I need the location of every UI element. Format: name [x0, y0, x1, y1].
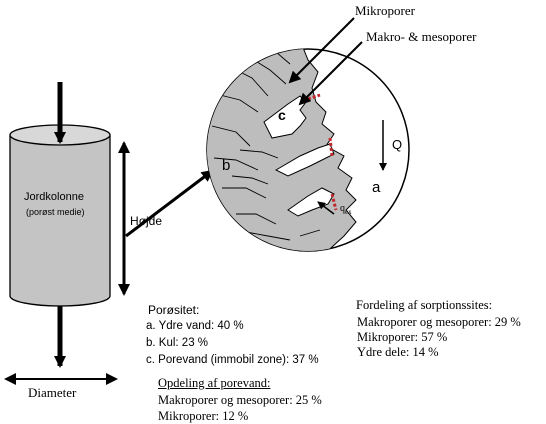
callout-macro-mesopores: Makro- & mesoporer [366, 29, 477, 44]
porosity-text-b: Kul: 23 % [158, 337, 209, 349]
sorption-line-3: Ydre dele: 14 % [357, 345, 439, 359]
magnified-pore-view [206, 48, 410, 252]
mesopore [274, 143, 335, 177]
flow-label-q: Q [392, 137, 403, 152]
macropore-c [263, 95, 307, 139]
exchange-q: q [340, 203, 345, 214]
height-label: Højde [130, 214, 163, 228]
sorption-line-1: Makroporer og mesoporer: 29 % [357, 315, 521, 329]
porosity-letter-a: a. [146, 320, 156, 332]
label-b: b [222, 157, 231, 174]
callout-arrow-micro [288, 17, 355, 84]
porosity-item-c: c. Porevand (immobil zone): 37 % [146, 354, 319, 367]
sorption-heading: Fordeling af sorptionssites: [356, 298, 493, 312]
diameter-label: Diameter [28, 385, 77, 400]
porosity-item-a: a. Ydre vand: 40 % [146, 320, 244, 333]
label-c: c [278, 107, 286, 123]
porosity-text-a: Ydre vand: 40 % [158, 320, 244, 332]
label-a: a [372, 179, 381, 196]
porosity-letter-c: c. [146, 354, 155, 366]
column-title: Jordkolonne [24, 191, 84, 203]
exchange-subscript: ex [345, 208, 352, 216]
callout-micropores: Mikroporer [355, 3, 415, 18]
porosity-letter-b: b. [146, 337, 156, 349]
porewater-line-1: Makroporer og mesoporer: 25 % [158, 393, 322, 407]
magnify-pointer-arrow [125, 169, 214, 238]
column-subtitle: (porøst medie) [26, 207, 85, 217]
porosity-item-b: b. Kul: 23 % [146, 337, 209, 350]
porewater-line-2: Mikroporer: 12 % [158, 409, 249, 423]
porewater-heading: Opdeling af porevand: [158, 376, 271, 390]
sorption-line-2: Mikroporer: 57 % [357, 330, 448, 344]
exchange-label: qex [340, 204, 352, 216]
callout-arrow-macro [298, 41, 363, 106]
porosity-text-c: Porevand (immobil zone): 37 % [158, 354, 319, 366]
mesopore-lower [287, 187, 335, 217]
exchange-arrow [317, 201, 335, 215]
porosity-heading: Porøsitet: [148, 303, 200, 317]
